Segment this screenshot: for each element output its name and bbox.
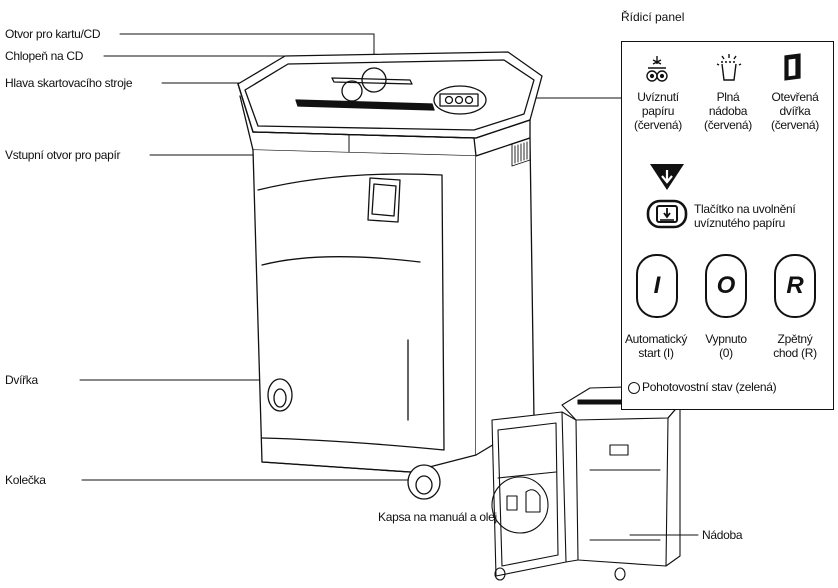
control-panel-title: Řídicí panel (621, 10, 685, 24)
auto-start-button[interactable]: I (636, 254, 678, 318)
release-jam-button[interactable] (646, 199, 688, 229)
label-door: Dvířka (5, 373, 38, 387)
label-manual-pocket: Kapsa na manuál a olej (378, 510, 497, 524)
off-button[interactable]: O (705, 254, 747, 318)
side-vent (511, 137, 531, 167)
shredder-large (237, 51, 543, 500)
door-open-icon (784, 53, 801, 81)
label-bin: Nádoba (702, 528, 743, 542)
label-shredder-head: Hlava skartovacího stroje (5, 76, 133, 90)
label-cd-flap: Chlopeň na CD (5, 49, 84, 63)
reverse-button[interactable]: R (774, 254, 816, 318)
label-card-slot: Otvor pro kartu/CD (5, 27, 101, 41)
label-paper-entry: Vstupní otvor pro papír (5, 148, 121, 162)
full-bin-icon (716, 54, 742, 81)
down-arrow-icon (650, 164, 684, 190)
label-casters: Kolečka (5, 473, 46, 487)
standby-label: Pohotovostní stav (zelená) (642, 380, 777, 394)
off-label: Vypnuto(0) (705, 332, 747, 360)
standby-indicator-icon (628, 382, 640, 394)
paper-jam-icon (646, 56, 668, 82)
